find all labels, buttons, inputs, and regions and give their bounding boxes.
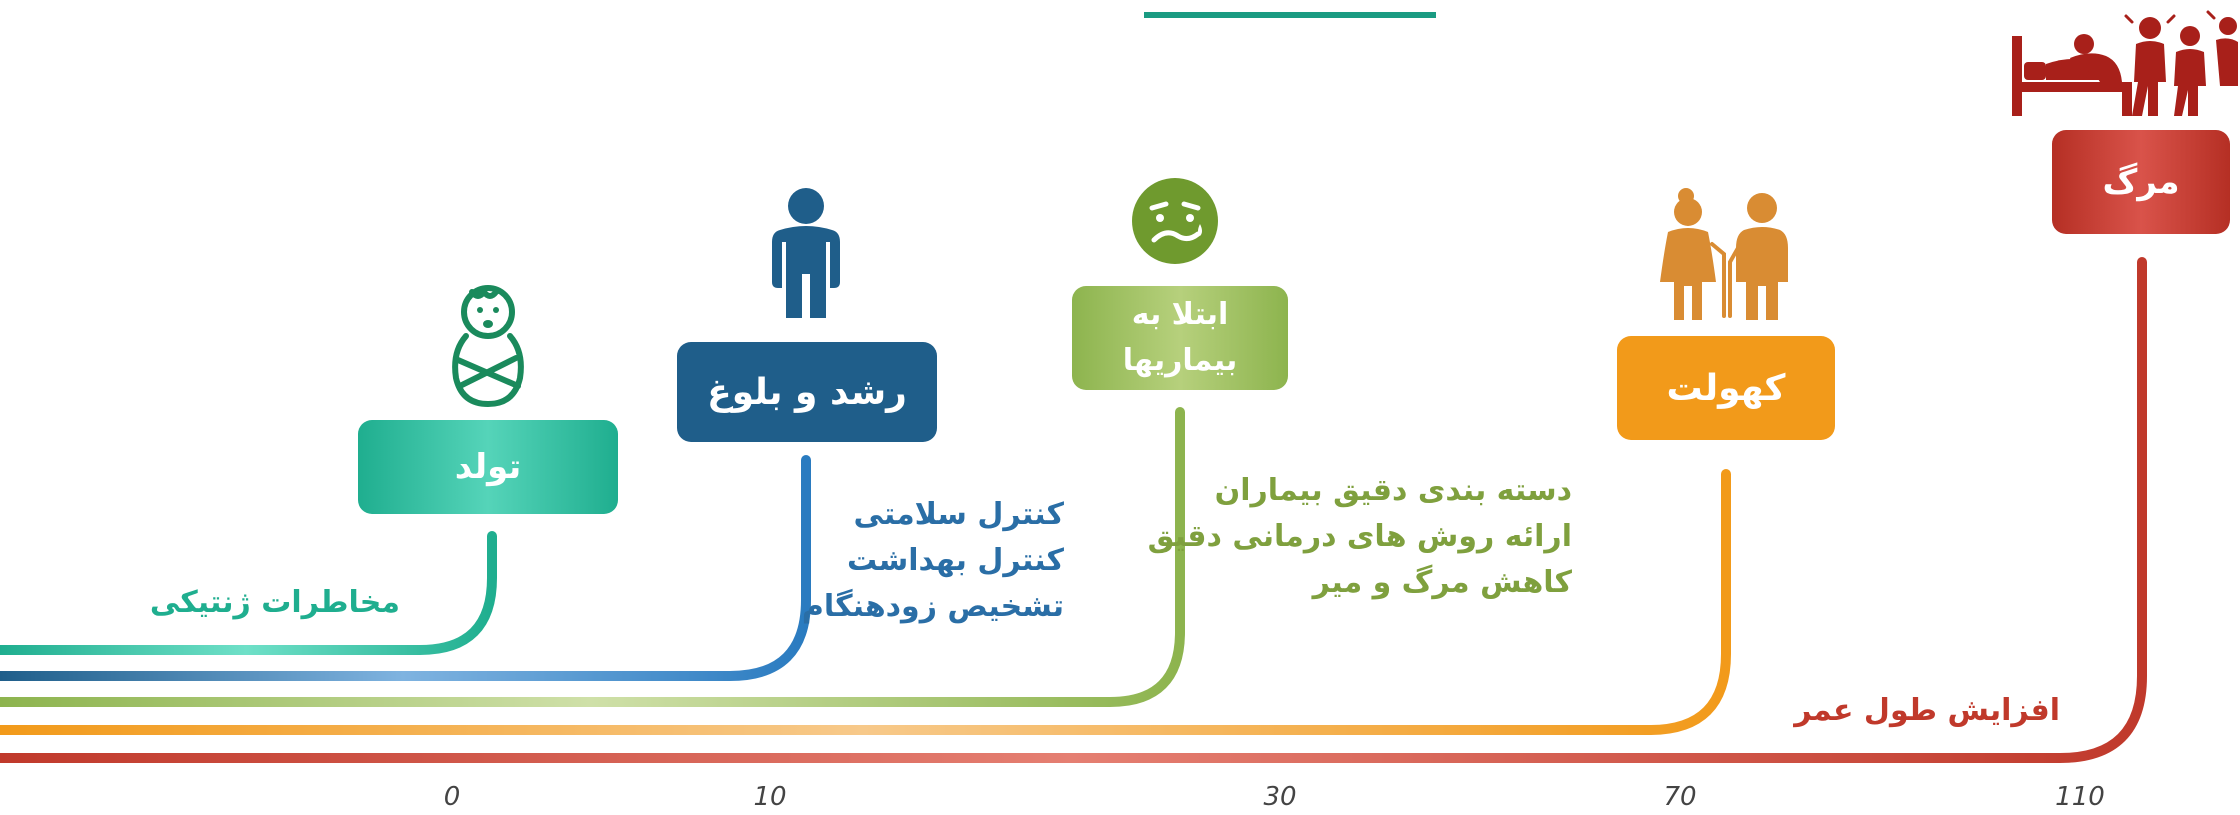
axis-tick-0: 0 xyxy=(443,782,461,812)
growth-note-3: تشخیص زودهنگام xyxy=(801,589,1064,624)
disease-notes: دسته بندی دقیق بیماران ارائه روش های درم… xyxy=(1148,468,1572,606)
stage-disease-label-line1: ابتلا به xyxy=(1131,297,1229,332)
death-notes: افزایش طول عمر xyxy=(1794,688,2060,734)
stage-growth-box: رشد و بلوغ xyxy=(677,342,937,442)
growth-line xyxy=(0,455,811,681)
disease-note-3: کاهش مرگ و میر xyxy=(1312,565,1572,600)
stage-death-label: مرگ xyxy=(2102,162,2180,202)
axis-tick-70: 70 xyxy=(1663,782,1697,812)
birth-line xyxy=(0,531,497,655)
stage-aging-box: کهولت xyxy=(1617,336,1835,440)
axis-tick-110: 110 xyxy=(2055,782,2105,812)
stage-growth-label: رشد و بلوغ xyxy=(707,371,907,413)
person-icon xyxy=(772,188,840,318)
death-line xyxy=(0,257,2147,763)
stage-death-box: مرگ xyxy=(2052,130,2230,234)
disease-note-1: دسته بندی دقیق بیماران xyxy=(1214,473,1572,508)
stage-aging-label: کهولت xyxy=(1666,367,1786,409)
sick-face-icon xyxy=(1132,178,1218,264)
growth-note-1: کنترل سلامتی xyxy=(853,497,1064,532)
axis-tick-10: 10 xyxy=(753,782,787,812)
birth-note-1: مخاطرات ژنتیکی xyxy=(149,585,400,620)
stage-disease-label-line2: بیماریها xyxy=(1122,343,1238,378)
elderly-couple-icon xyxy=(1660,188,1788,320)
birth-notes: مخاطرات ژنتیکی xyxy=(150,580,400,626)
disease-line xyxy=(0,407,1185,707)
growth-notes: کنترل سلامتی کنترل بهداشت تشخیص زودهنگام xyxy=(802,492,1064,630)
stage-disease-box: ابتلا به بیماریها xyxy=(1072,286,1288,390)
growth-note-2: کنترل بهداشت xyxy=(846,543,1064,578)
aging-line xyxy=(0,469,1731,735)
stage-birth-label: تولد xyxy=(454,447,522,487)
header-accent-bar xyxy=(1144,12,1436,18)
disease-note-2: ارائه روش های درمانی دقیق xyxy=(1147,519,1572,554)
death-note-1: افزایش طول عمر xyxy=(1794,693,2060,728)
axis-tick-30: 30 xyxy=(1263,782,1297,812)
deathbed-icon xyxy=(2012,10,2238,116)
stage-birth-box: تولد xyxy=(358,420,618,514)
baby-icon xyxy=(452,285,524,407)
